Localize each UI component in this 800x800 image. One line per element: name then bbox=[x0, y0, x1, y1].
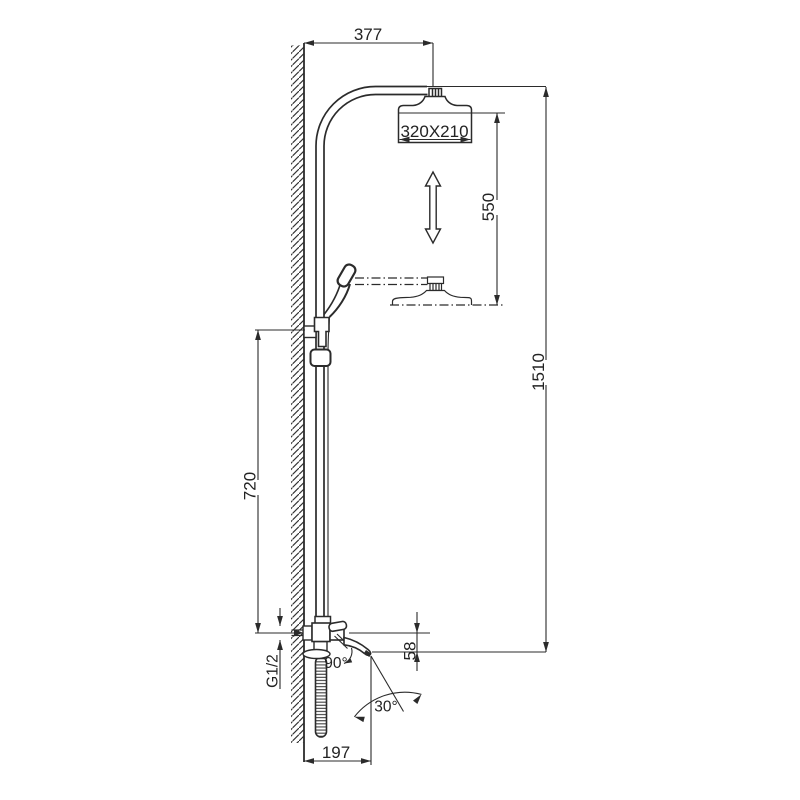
faucet-body bbox=[311, 622, 331, 643]
faucet-handle bbox=[328, 620, 348, 633]
wall-union bbox=[302, 625, 313, 641]
angle-label-90: 90° bbox=[324, 655, 347, 672]
arc-arrow bbox=[413, 694, 422, 704]
hand-shower-head bbox=[336, 263, 357, 288]
wall bbox=[291, 43, 305, 762]
head-body bbox=[397, 95, 473, 144]
arc-arrow bbox=[344, 658, 353, 664]
spout-angle-line bbox=[370, 655, 404, 712]
phantom-arm-plate bbox=[426, 276, 445, 285]
mixer-faucet bbox=[291, 615, 372, 738]
wall-hatching bbox=[291, 45, 304, 743]
dimension-labels: 377 320X210 550 1510 720 58 G1/2 197 90°… bbox=[241, 25, 549, 762]
hand-shower-handle-outer bbox=[328, 283, 351, 318]
dim-label-58: 58 bbox=[401, 642, 420, 661]
slider-clamp bbox=[309, 348, 332, 367]
hand-shower-holder bbox=[313, 316, 330, 348]
dimensions bbox=[255, 40, 549, 765]
dim-label-377: 377 bbox=[354, 25, 382, 44]
dim-label-g12: G1/2 bbox=[265, 654, 282, 688]
angle-label-30: 30° bbox=[374, 699, 397, 716]
overhead-shower-lowered-position bbox=[355, 276, 503, 306]
angle-arc-30 bbox=[353, 691, 422, 718]
spout-outlet bbox=[363, 650, 372, 657]
arc-arrow bbox=[354, 716, 365, 723]
hand-shower-handle-inner bbox=[323, 281, 342, 315]
double-headed-arrow bbox=[424, 170, 442, 245]
dim-label-197: 197 bbox=[322, 743, 350, 762]
escutcheon bbox=[302, 648, 331, 660]
phantom-head-body bbox=[391, 289, 473, 305]
handle-alt-position bbox=[334, 635, 348, 649]
adjustment-arrow bbox=[424, 170, 442, 245]
dim-label-1510: 1510 bbox=[529, 353, 548, 391]
riser-pipe-inner bbox=[323, 93, 428, 617]
riser-pipe-outer bbox=[315, 85, 427, 617]
shower-column bbox=[315, 85, 428, 617]
overhead-shower-head bbox=[397, 87, 473, 144]
dim-label-550: 550 bbox=[479, 193, 498, 221]
dim-label-head-size: 320X210 bbox=[400, 122, 468, 141]
slide-bar-fittings bbox=[303, 316, 332, 367]
hand-shower bbox=[323, 263, 357, 318]
dim-label-720: 720 bbox=[241, 472, 260, 500]
